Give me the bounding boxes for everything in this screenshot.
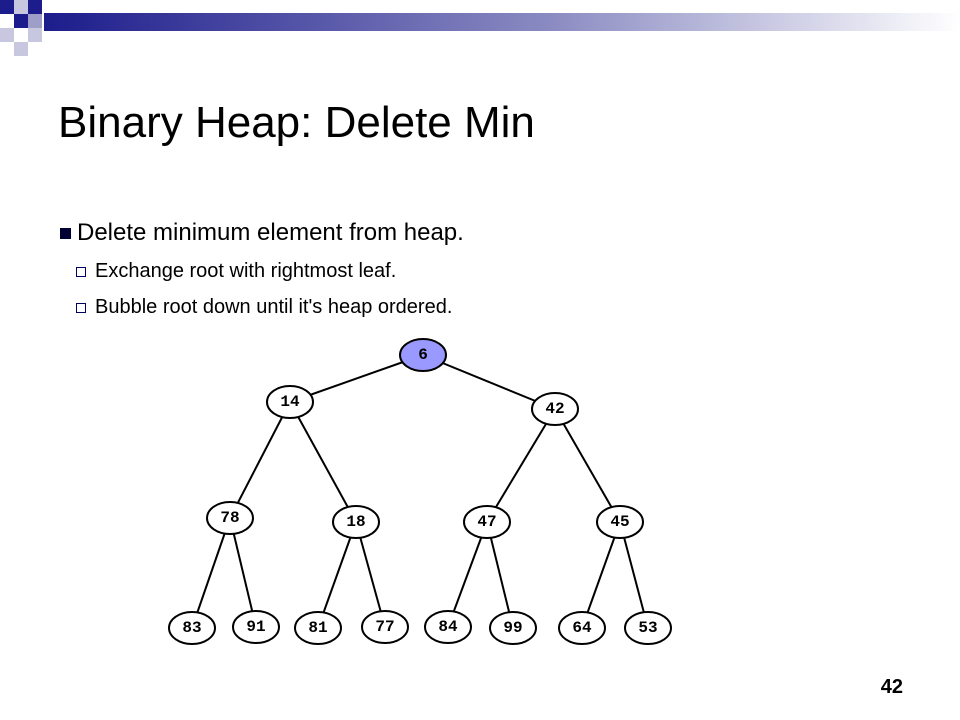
gradient-bar <box>44 13 960 31</box>
node-circle <box>596 505 644 539</box>
tree-edge <box>229 401 291 519</box>
node-value: 45 <box>610 513 629 531</box>
sub-bullet-item: Bubble root down until it's heap ordered… <box>76 296 452 319</box>
node-circle <box>206 501 254 535</box>
page-number: 42 <box>880 676 903 698</box>
sub-bullet-text: Bubble root down until it's heap ordered… <box>95 296 453 318</box>
node-circle <box>168 611 216 645</box>
heap-node: 83 <box>168 611 216 645</box>
tree-edge <box>191 517 231 629</box>
heap-node: 91 <box>232 610 280 644</box>
node-value: 53 <box>638 619 657 637</box>
heap-node: 53 <box>624 611 672 645</box>
node-circle <box>294 611 342 645</box>
tree-edge <box>289 354 424 403</box>
node-value: 42 <box>545 400 564 418</box>
node-circle <box>531 392 579 426</box>
node-circle <box>424 610 472 644</box>
heap-node: 99 <box>489 611 537 645</box>
node-value: 64 <box>572 619 592 637</box>
heap-node: 47 <box>463 505 511 539</box>
heap-node: 45 <box>596 505 644 539</box>
node-value: 91 <box>246 618 265 636</box>
bullet-text: Delete minimum element from heap. <box>77 219 464 246</box>
square-bullet-icon <box>60 227 71 239</box>
tree-edge <box>619 521 649 629</box>
heap-node: 14 <box>266 385 314 419</box>
decor-square <box>0 28 14 42</box>
node-value: 14 <box>280 393 300 411</box>
tree-edge <box>486 521 514 629</box>
node-circle <box>232 610 280 644</box>
node-value: 83 <box>182 619 201 637</box>
node-value: 84 <box>438 618 458 636</box>
node-circle <box>399 338 447 372</box>
heap-node: 6 <box>399 338 447 372</box>
decor-square <box>0 0 14 14</box>
node-circle <box>266 385 314 419</box>
tree-edge <box>447 521 488 628</box>
decor-square <box>14 42 28 56</box>
tree-edge <box>355 521 386 628</box>
heap-node: 78 <box>206 501 254 535</box>
decor-square <box>28 28 42 42</box>
slide-title: Binary Heap: Delete Min <box>58 98 535 147</box>
hollow-square-bullet-icon <box>76 302 86 313</box>
heap-node: 42 <box>531 392 579 426</box>
heap-node: 18 <box>332 505 380 539</box>
tree-edge <box>289 401 357 523</box>
node-circle <box>332 505 380 539</box>
bullet-item: Delete minimum element from heap. <box>60 219 464 247</box>
tree-edge <box>486 408 556 523</box>
node-circle <box>558 611 606 645</box>
node-value: 99 <box>503 619 522 637</box>
sub-bullet-item: Exchange root with rightmost leaf. <box>76 260 396 283</box>
decor-square <box>28 0 42 14</box>
decor-square <box>14 14 28 28</box>
tree-edge <box>422 354 556 410</box>
heap-node: 84 <box>424 610 472 644</box>
hollow-square-bullet-icon <box>76 266 86 277</box>
node-circle <box>489 611 537 645</box>
heap-node: 64 <box>558 611 606 645</box>
node-value: 77 <box>375 618 394 636</box>
tree-edge <box>229 517 257 628</box>
heap-node: 81 <box>294 611 342 645</box>
node-value: 81 <box>308 619 327 637</box>
heap-nodes: 6 14 42 78 18 47 45 83 91 81 77 84 99 64 53 <box>168 338 672 645</box>
heap-edges <box>191 354 649 629</box>
tree-edge <box>554 408 621 523</box>
node-circle <box>361 610 409 644</box>
tree-edge <box>581 521 621 629</box>
node-value: 6 <box>418 346 428 364</box>
node-value: 18 <box>346 513 365 531</box>
node-circle <box>624 611 672 645</box>
node-circle <box>463 505 511 539</box>
decor-square <box>14 0 28 14</box>
decor-square <box>28 14 42 28</box>
node-value: 78 <box>220 509 239 527</box>
node-value: 47 <box>477 513 496 531</box>
heap-node: 77 <box>361 610 409 644</box>
sub-bullet-text: Exchange root with rightmost leaf. <box>95 260 397 282</box>
tree-edge <box>317 521 357 629</box>
header-decoration <box>0 0 960 56</box>
